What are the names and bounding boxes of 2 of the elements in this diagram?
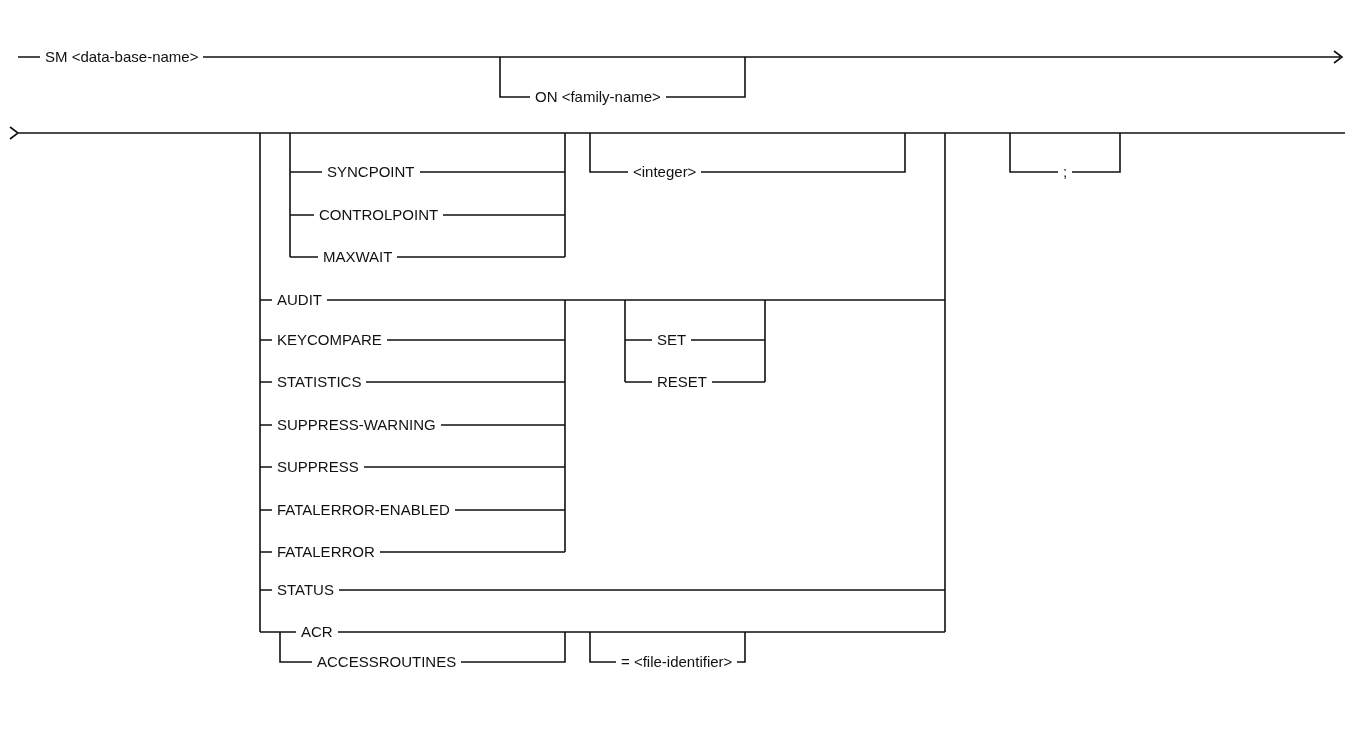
syntax-term: ON <family-name>	[530, 88, 666, 106]
syntax-term: <integer>	[628, 163, 702, 181]
